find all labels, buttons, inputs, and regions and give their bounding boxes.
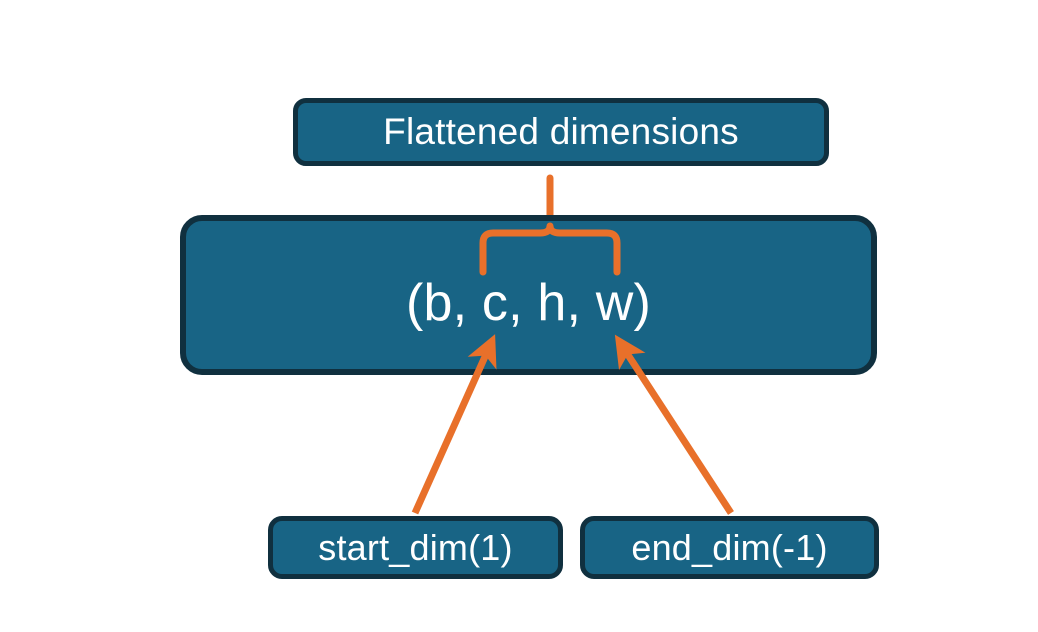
start-dim-box[interactable]: start_dim(1) [268, 516, 563, 579]
tensor-shape-box[interactable]: (b, c, h, w) [180, 215, 877, 375]
start-dim-label: start_dim(1) [318, 526, 513, 568]
tensor-shape-label: (b, c, h, w) [405, 274, 652, 332]
flattened-dimensions-box[interactable]: Flattened dimensions [293, 98, 829, 166]
end-dim-box[interactable]: end_dim(-1) [580, 516, 879, 579]
flattened-dimensions-label: Flattened dimensions [383, 111, 739, 152]
end-dim-label: end_dim(-1) [631, 526, 828, 568]
